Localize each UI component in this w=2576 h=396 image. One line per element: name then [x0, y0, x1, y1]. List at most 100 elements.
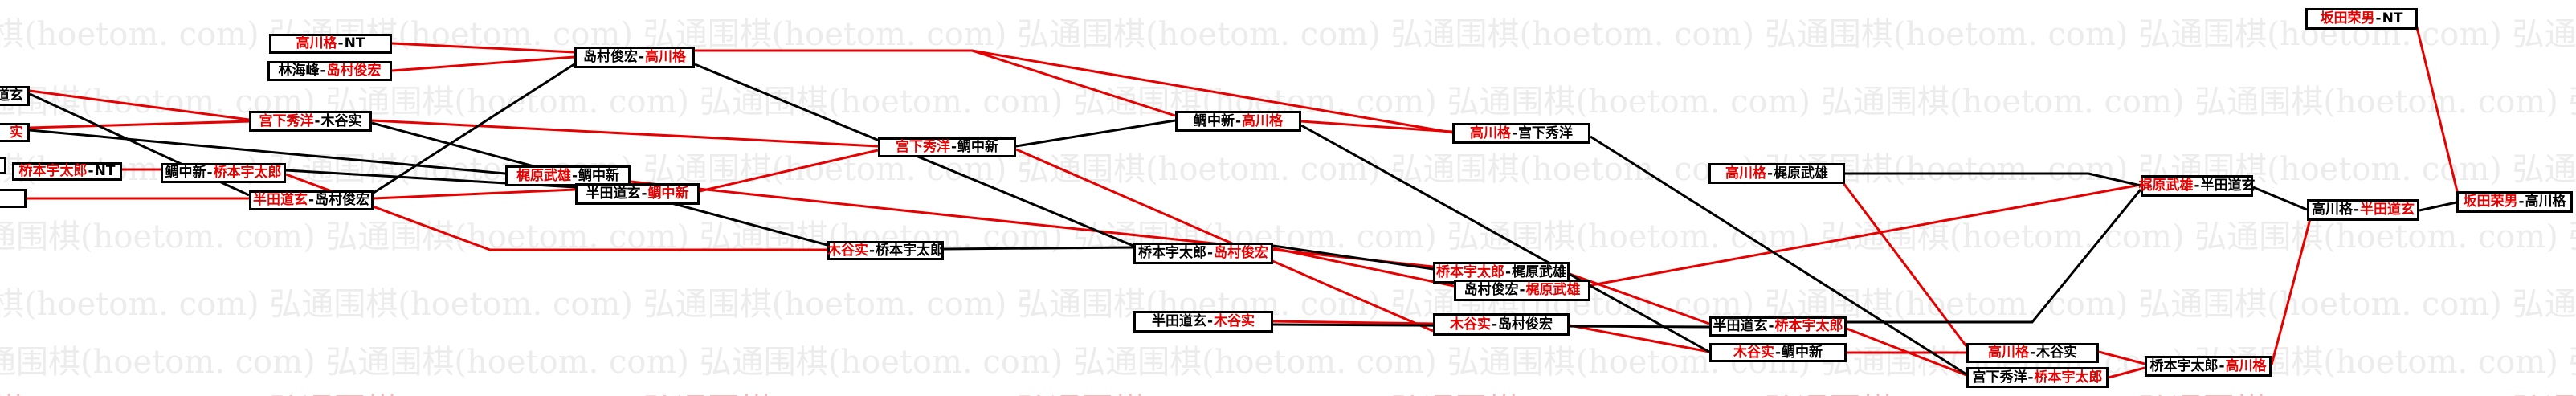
player-name-right: 高川格 — [2525, 194, 2566, 210]
player-name-right: 木谷实 — [320, 112, 362, 129]
match-box-fragment[interactable] — [0, 189, 27, 208]
loser-path-line — [1272, 244, 1434, 271]
match-box[interactable]: 桥本宇太郎-岛村俊宏 — [1133, 243, 1273, 264]
winner-path-line — [29, 89, 250, 121]
player-name-left: 宫下秀洋 — [895, 139, 950, 155]
separator: - — [2219, 357, 2225, 374]
player-name-right: 鲷中新 — [1782, 344, 1823, 361]
match-box[interactable]: 半田道玄-岛村俊宏 — [249, 190, 374, 210]
loser-path-line — [1300, 124, 1710, 353]
player-name-right: NT — [2382, 10, 2403, 27]
match-box[interactable]: 高川格-木谷实 — [1966, 343, 2099, 363]
player-name-left: 桥本宇太郎 — [2149, 357, 2219, 374]
separator: - — [2194, 178, 2200, 194]
player-name-right: 高川格 — [1242, 112, 1284, 129]
match-box[interactable]: 半田道玄-木谷实 — [1133, 311, 1273, 333]
match-box[interactable]: 高川格-半田道玄 — [2307, 199, 2419, 221]
loser-path-line — [1015, 119, 1176, 148]
separator: - — [2353, 202, 2360, 218]
player-name-left: 木谷实 — [827, 242, 868, 259]
separator: - — [2375, 10, 2382, 27]
match-box[interactable]: 宫下秀洋-木谷实 — [249, 111, 372, 132]
match-box[interactable]: 梶原武雄-半田道玄 — [2138, 175, 2256, 197]
player-name-left: 高川格 — [1725, 165, 1766, 182]
match-box-fragment[interactable]: 道玄 — [0, 86, 30, 106]
player-name-left: 桥本宇太郎 — [1137, 245, 1206, 261]
separator: - — [2027, 369, 2034, 386]
separator: - — [641, 186, 647, 202]
match-box-fragment[interactable]: 实 — [0, 123, 30, 142]
winner-path-line — [2415, 23, 2460, 195]
match-box[interactable]: 桥本宇太郎-高川格 — [2145, 356, 2272, 377]
player-name-left: 岛村俊宏 — [582, 49, 638, 65]
match-box[interactable]: 高川格-NT — [269, 34, 392, 54]
winner-path-line — [391, 42, 575, 54]
match-box[interactable]: 半田道玄-鲷中新 — [575, 183, 700, 205]
match-box[interactable]: 木谷实-岛村俊宏 — [1433, 313, 1570, 336]
winner-path-line — [371, 119, 879, 148]
match-box[interactable]: 鲷中新-高川格 — [1175, 111, 1301, 132]
player-name-right: NT — [94, 163, 116, 179]
match-box[interactable]: 高川格-梶原武雄 — [1708, 163, 1845, 184]
loser-path-line — [1847, 189, 2142, 324]
player-name-left: 鲷中新 — [165, 165, 206, 181]
match-box[interactable]: 鲷中新-桥本宇太郎 — [161, 163, 286, 183]
winner-path-line — [695, 49, 1453, 134]
winner-path-line — [2108, 366, 2145, 379]
player-name-right: 桥本宇太郎 — [876, 242, 945, 259]
separator: - — [868, 242, 876, 259]
match-box[interactable]: 宫下秀洋-鲷中新 — [878, 137, 1016, 157]
winner-path-line — [1842, 182, 1968, 347]
match-box[interactable]: 坂田荣男-NT — [2305, 8, 2418, 30]
match-box[interactable]: 宫下秀洋-桥本宇太郎 — [1966, 367, 2109, 388]
match-box[interactable]: 半田道玄-桥本宇太郎 — [1709, 316, 1847, 337]
player-name-right: 高川格 — [645, 49, 687, 65]
winner-path-line — [373, 188, 576, 200]
separator: - — [950, 139, 957, 155]
separator: - — [638, 49, 645, 65]
match-box[interactable]: 林海峰-岛村俊宏 — [267, 61, 392, 81]
separator: - — [2518, 194, 2525, 210]
winner-path-line — [1015, 148, 1434, 333]
match-box[interactable]: 高川格-宫下秀洋 — [1452, 123, 1590, 144]
separator: - — [1768, 318, 1774, 334]
separator: - — [88, 163, 94, 179]
match-box[interactable]: 木谷实-鲷中新 — [1709, 343, 1847, 362]
loser-path-line — [2419, 201, 2457, 212]
player-name-left: 坂田荣男 — [2463, 194, 2518, 210]
player-name-left: 梶原武雄 — [2138, 178, 2194, 194]
match-box[interactable]: 桥本宇太郎-NT — [12, 162, 122, 181]
winner-path-line — [1272, 320, 1434, 325]
player-name-right: 梶原武雄 — [1525, 282, 1581, 298]
player-name-right: 岛村俊宏 — [1214, 245, 1269, 261]
match-box[interactable]: 岛村俊宏-高川格 — [574, 47, 695, 68]
separator: - — [1774, 344, 1782, 361]
player-name-left: 高川格 — [1987, 345, 2029, 361]
winner-path-line — [391, 55, 575, 72]
winner-path-line — [2270, 218, 2312, 365]
player-name-left: 高川格 — [2311, 202, 2353, 218]
loser-path-line — [373, 63, 575, 194]
player-name-partial: 实 — [10, 124, 23, 141]
player-name-right: 木谷实 — [1214, 313, 1255, 329]
player-name-right: 半田道玄 — [2200, 178, 2256, 194]
player-name-left: 半田道玄 — [252, 192, 308, 208]
player-name-right: 岛村俊宏 — [326, 63, 382, 79]
separator: - — [1766, 165, 1774, 182]
winner-path-line — [29, 120, 251, 129]
winner-path-line — [1569, 183, 2141, 291]
player-name-right: 木谷实 — [2036, 345, 2078, 361]
player-name-right: 桥本宇太郎 — [2034, 369, 2103, 386]
match-box[interactable]: 梶原武雄-鲷中新 — [505, 165, 631, 186]
match-box-fragment[interactable] — [0, 157, 6, 174]
match-box[interactable]: 岛村俊宏-梶原武雄 — [1454, 280, 1590, 301]
match-box[interactable]: 木谷实-桥本宇太郎 — [827, 241, 944, 260]
player-name-left: 木谷实 — [1449, 316, 1491, 333]
watermark-text: 弘通围棋(hoetom. com) 弘通围棋(hoetom. com) 弘通围棋… — [0, 286, 2576, 323]
separator: - — [1511, 125, 1518, 141]
watermark-text: 弘通围棋(hoetom. com) 弘通围棋(hoetom. com) 弘通围棋… — [0, 16, 2576, 53]
separator: - — [1504, 264, 1512, 280]
winner-path-line — [971, 49, 1176, 117]
player-name-right: 鲷中新 — [578, 167, 620, 184]
match-box[interactable]: 坂田荣男-高川格 — [2456, 191, 2573, 213]
